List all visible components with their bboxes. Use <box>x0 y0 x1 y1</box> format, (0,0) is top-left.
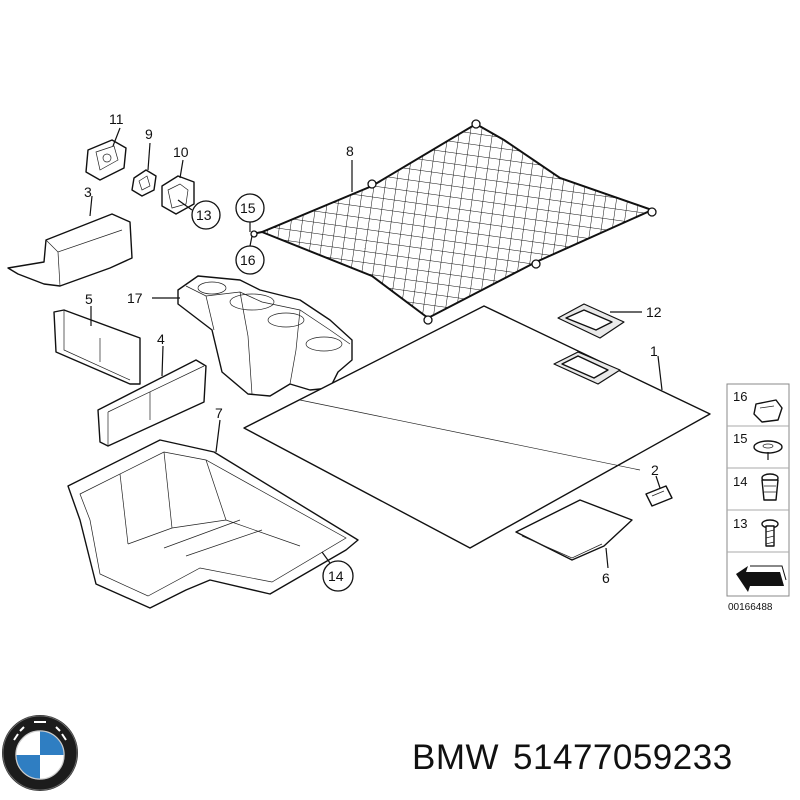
label-17: 17 <box>127 290 143 306</box>
label-12: 12 <box>646 304 662 320</box>
legend-washer-15-icon <box>753 440 783 460</box>
part-6-lid <box>515 499 633 569</box>
part-8-cargo-net <box>250 119 657 325</box>
part-5-panel <box>53 306 141 385</box>
diagram-code: 00166488 <box>728 602 773 613</box>
part-12-insert <box>557 303 642 339</box>
callout-16-text: 16 <box>240 252 256 268</box>
label-3: 3 <box>84 184 92 200</box>
label-2: 2 <box>651 462 659 478</box>
callout-14-text: 14 <box>328 568 344 584</box>
label-5: 5 <box>85 291 93 307</box>
part-9-clip <box>131 142 157 197</box>
callout-15-text: 15 <box>240 200 256 216</box>
legend-arrow-icon <box>736 565 787 592</box>
legend-screw-13-icon <box>761 519 779 547</box>
legend-label-15: 15 <box>733 431 747 446</box>
legend-label-13: 13 <box>733 516 747 531</box>
label-4: 4 <box>157 331 165 347</box>
label-10: 10 <box>173 144 189 160</box>
callout-13 <box>177 199 221 230</box>
part-17-storage-box <box>152 275 353 397</box>
label-7: 7 <box>215 405 223 421</box>
callout-14 <box>321 551 354 592</box>
fastener-legend <box>726 383 790 597</box>
part-10-holder <box>161 159 195 215</box>
legend-rivet-14-icon <box>761 473 779 501</box>
bmw-logo <box>2 715 78 791</box>
label-6: 6 <box>602 570 610 586</box>
part-number-caption: BMW 51477059233 <box>412 738 733 778</box>
part-11-bracket <box>85 127 127 181</box>
part-1-floor-panel <box>243 305 711 549</box>
label-9: 9 <box>145 126 153 142</box>
part-2-latch <box>645 475 673 507</box>
label-11: 11 <box>109 111 124 127</box>
callout-16 <box>235 235 265 275</box>
part-7-tray <box>67 419 359 609</box>
callout-13-text: 13 <box>196 207 212 223</box>
legend-label-16: 16 <box>733 389 747 404</box>
part-number: 51477059233 <box>513 738 733 777</box>
label-1: 1 <box>650 343 658 359</box>
label-8: 8 <box>346 143 354 159</box>
part-4-panel <box>97 345 207 447</box>
brand-name: BMW <box>412 738 500 777</box>
legend-label-14: 14 <box>733 474 747 489</box>
legend-clip-16-icon <box>753 399 783 423</box>
callout-15 <box>235 193 265 232</box>
part-3-cover <box>7 195 133 287</box>
